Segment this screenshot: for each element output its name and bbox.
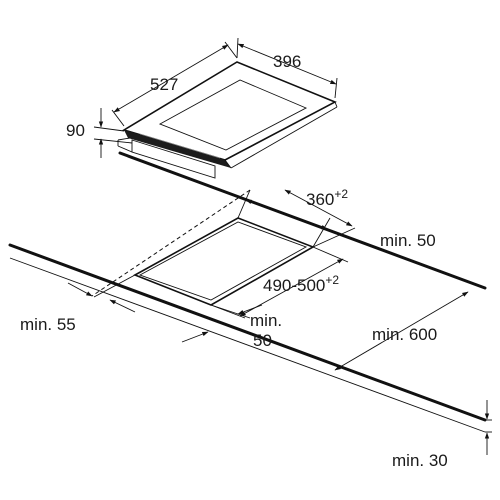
dimension-rear-clearance [284, 189, 356, 248]
dimension-hob-height [93, 108, 133, 158]
label-rear-clearance: min. 50 [380, 231, 436, 250]
label-cutout-depth: 490-500+2 [263, 273, 339, 295]
label-side-clearance-left: min. 55 [20, 315, 76, 334]
label-hob-depth: 527 [150, 75, 178, 94]
label-front-clearance-a: min. [250, 311, 282, 330]
hob-control-strip [124, 130, 231, 168]
hob-cooking-zone [158, 79, 308, 151]
hob-under-body [131, 139, 216, 179]
dimension-hob-width [236, 37, 338, 99]
cutout-width-tolerance: +2 [334, 187, 348, 201]
cutout-depth-tolerance: +2 [325, 273, 339, 287]
cutout-width-value: 360 [306, 190, 334, 209]
dimension-worktop-thickness [484, 400, 492, 455]
label-side-clearance-right: min. 600 [372, 325, 437, 344]
label-front-clearance-b: 50 [253, 331, 272, 350]
dimension-hob-depth [111, 41, 238, 127]
cutout-depth-value: 490-500 [263, 276, 325, 295]
label-hob-width: 396 [273, 52, 301, 71]
label-hob-height: 90 [66, 121, 85, 140]
label-worktop-thickness: min. 30 [392, 451, 448, 470]
dimension-side-clearance-right [334, 291, 469, 371]
dimension-side-clearance-left [67, 274, 136, 313]
label-cutout-width: 360+2 [306, 187, 348, 209]
dimension-front-clearance [181, 304, 263, 343]
